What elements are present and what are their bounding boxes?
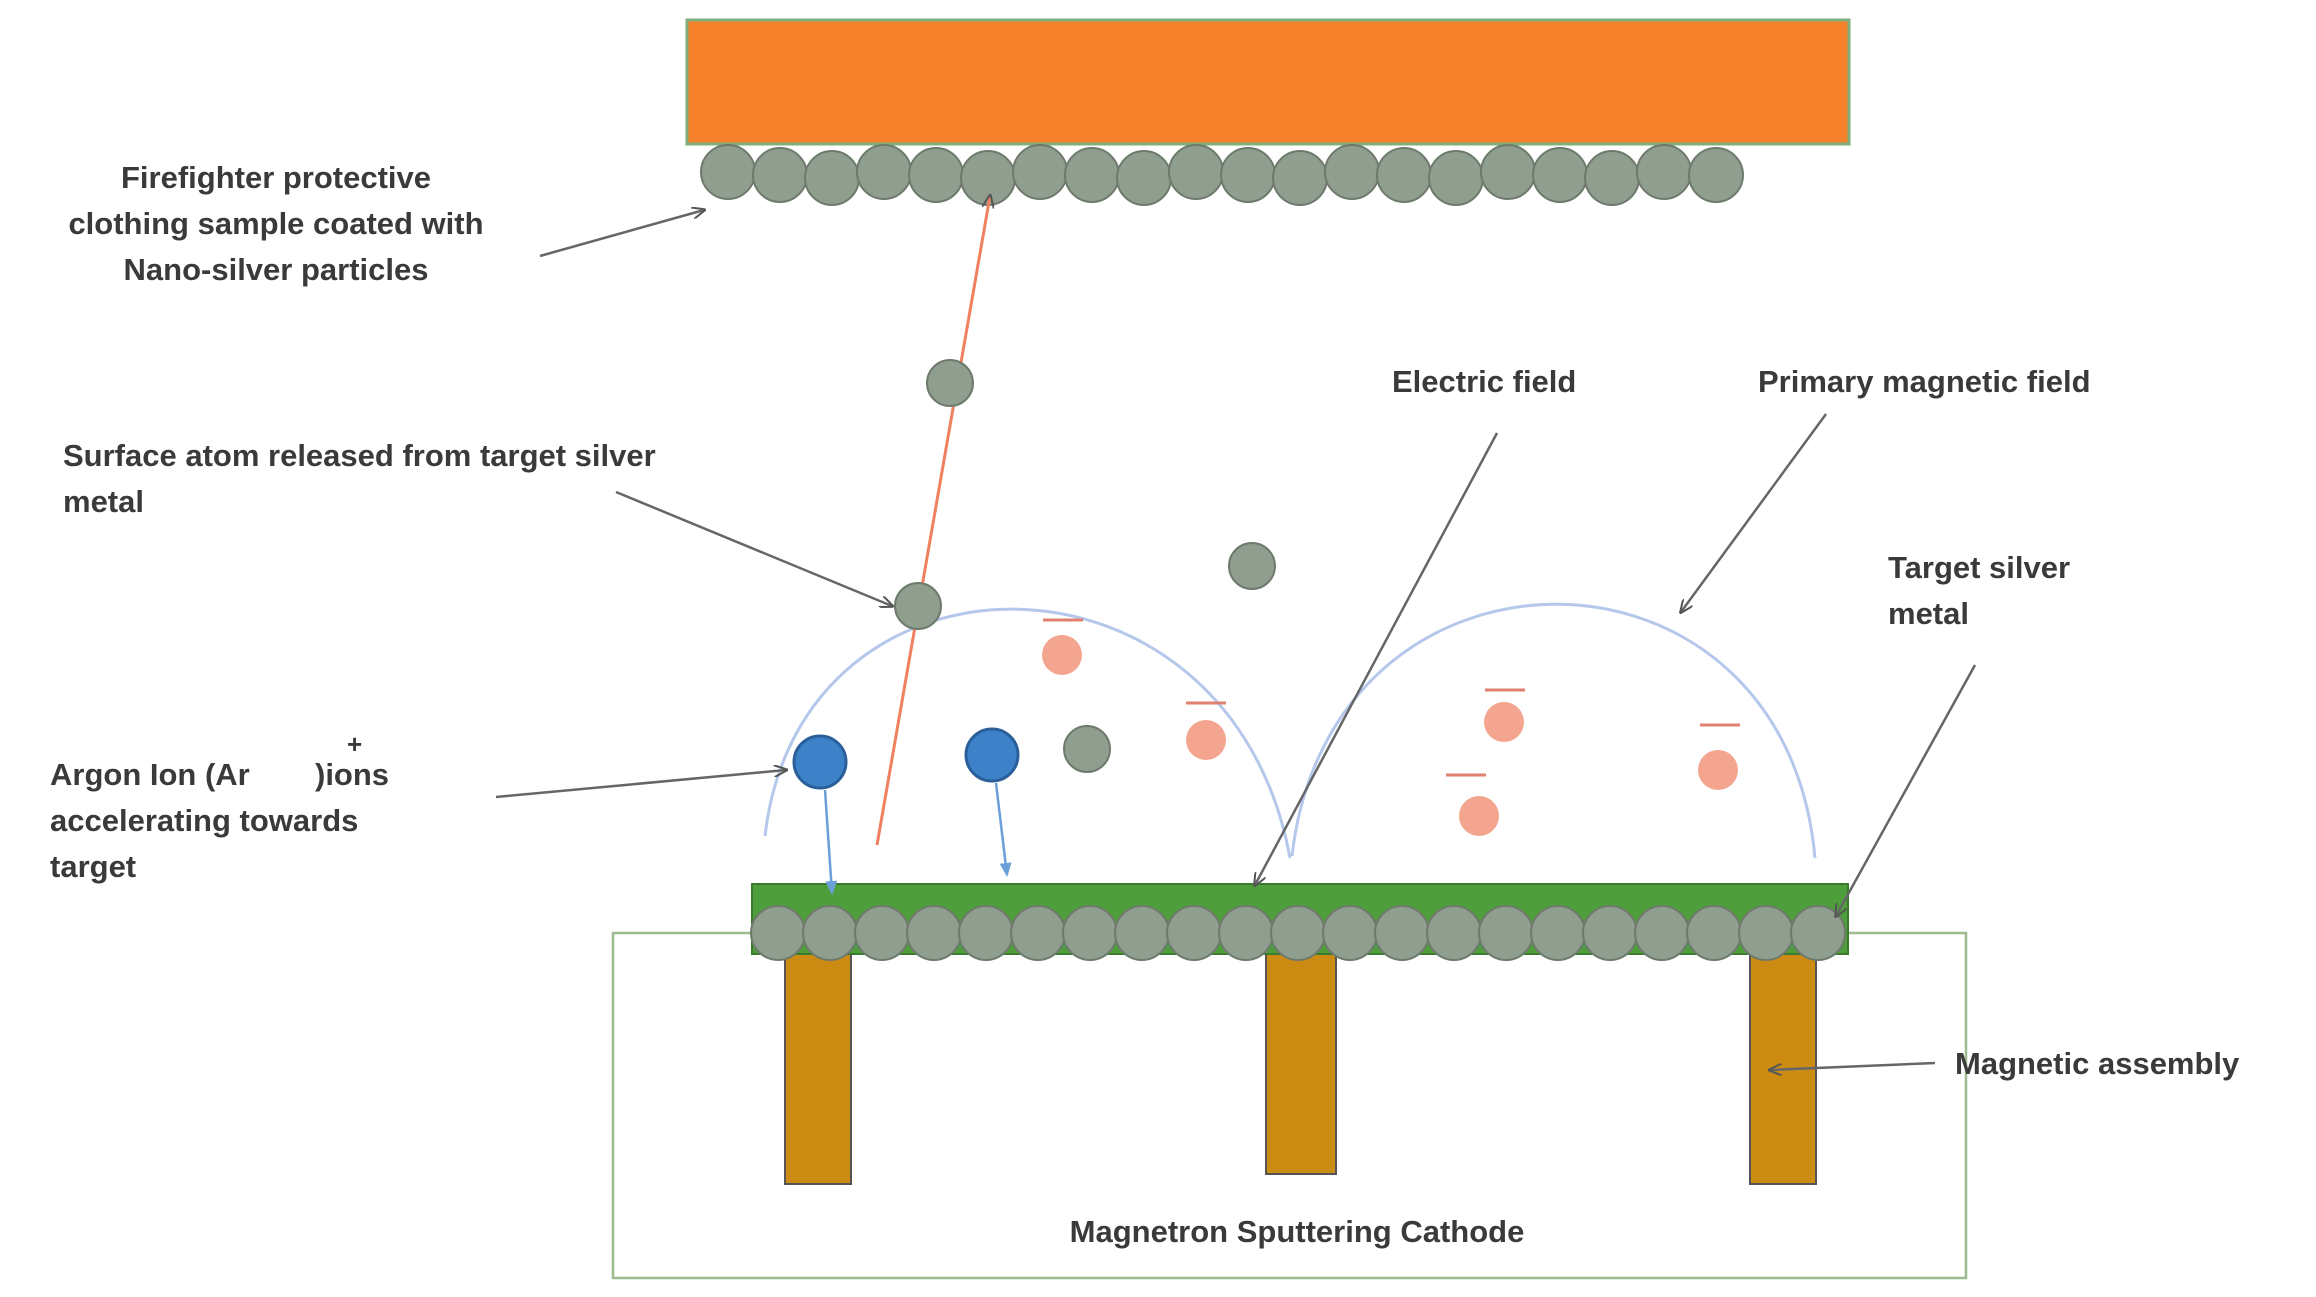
silver-particle (1272, 150, 1328, 206)
silver-particle (1166, 905, 1222, 961)
silver-particle (1738, 905, 1794, 961)
argon-ion (792, 734, 848, 790)
silver-particle (1688, 147, 1744, 203)
clothing-substrate (685, 18, 1851, 146)
silver-particle (1218, 905, 1274, 961)
silver-particle (1220, 147, 1276, 203)
silver-particle (1010, 905, 1066, 961)
silver-particle (1584, 150, 1640, 206)
target-atom-row (750, 905, 1846, 961)
cathode-label: Magnetron Sputtering Cathode (1070, 1214, 1525, 1249)
clothing-leader-arrow (539, 210, 704, 258)
magnetic-field-arc-right (1290, 602, 1817, 859)
silver-particle (1114, 905, 1170, 961)
surface-atom-leader-arrow (615, 490, 892, 606)
silver-particle (1168, 144, 1224, 200)
target-label-line1: Target silver (1888, 550, 2070, 585)
silver-particle (1374, 905, 1430, 961)
silver-particle (854, 905, 910, 961)
electron (1042, 618, 1083, 675)
surface-atom-label-line2: metal (63, 484, 144, 519)
silver-particle (752, 147, 808, 203)
clothing-label-line2: clothing sample coated with (68, 206, 483, 241)
coating-atom-row (700, 144, 1744, 206)
clothing-label-line3: Nano-silver particles (124, 252, 429, 287)
argon-ion-path (823, 789, 838, 895)
silver-particle (1532, 147, 1588, 203)
argon-label-line1b: )ions (315, 757, 389, 792)
silver-particle (1686, 905, 1742, 961)
magnetic-field-arc-left (763, 607, 1292, 859)
electron (1484, 688, 1525, 742)
electron (1698, 723, 1740, 790)
released-silver-atom (1228, 542, 1276, 590)
magnetic-field-leader-arrow (1681, 413, 1828, 612)
electric-field-label: Electric field (1392, 364, 1576, 399)
surface-atom-label-line1: Surface atom released from target silver (63, 438, 656, 473)
electric-field-leader-arrow (1255, 432, 1499, 885)
silver-particle (700, 144, 756, 200)
argon-label-plus: + (347, 729, 362, 759)
magnet-left (784, 947, 852, 1185)
silver-particle (1012, 144, 1068, 200)
argon-label-line1a: Argon Ion (Ar (50, 757, 250, 792)
released-silver-atom (894, 582, 942, 630)
silver-particle (1428, 150, 1484, 206)
silver-particle (1480, 144, 1536, 200)
target-label-line2: metal (1888, 596, 1969, 631)
silver-particle (1426, 905, 1482, 961)
target-leader-arrow (1836, 664, 1977, 916)
argon-label-line2: accelerating towards (50, 803, 358, 838)
silver-particle (1636, 144, 1692, 200)
silver-particle (750, 905, 806, 961)
silver-particle (1790, 905, 1846, 961)
released-silver-atom (1063, 725, 1111, 773)
magnetic-assembly-leader-arrow (1770, 1061, 1936, 1070)
magnet-center (1265, 947, 1337, 1175)
silver-particle (802, 905, 858, 961)
silver-particle (1530, 905, 1586, 961)
primary-magnetic-field-label: Primary magnetic field (1758, 364, 2091, 399)
silver-particle (958, 905, 1014, 961)
silver-particle (1478, 905, 1534, 961)
argon-ion-path (994, 782, 1012, 877)
electron (1446, 773, 1499, 836)
silver-particle (856, 144, 912, 200)
magnetic-assembly-label: Magnetic assembly (1955, 1046, 2240, 1081)
silver-particle (1376, 147, 1432, 203)
silver-particle (1634, 905, 1690, 961)
released-silver-atom (926, 359, 974, 407)
silver-particle (1062, 905, 1118, 961)
silver-particle (804, 150, 860, 206)
silver-particle (1324, 144, 1380, 200)
argon-leader-arrow (495, 770, 786, 799)
argon-label-line3: target (50, 849, 136, 884)
silver-particle (1582, 905, 1638, 961)
electron (1186, 701, 1226, 760)
silver-particle (908, 147, 964, 203)
silver-particle (1116, 150, 1172, 206)
silver-particle (1270, 905, 1326, 961)
magnet-right (1749, 947, 1817, 1185)
argon-ion (964, 727, 1020, 783)
silver-particle (906, 905, 962, 961)
sputter-trajectory (875, 196, 990, 846)
clothing-label-line1: Firefighter protective (121, 160, 431, 195)
silver-particle (960, 150, 1016, 206)
silver-particle (1322, 905, 1378, 961)
silver-particle (1064, 147, 1120, 203)
